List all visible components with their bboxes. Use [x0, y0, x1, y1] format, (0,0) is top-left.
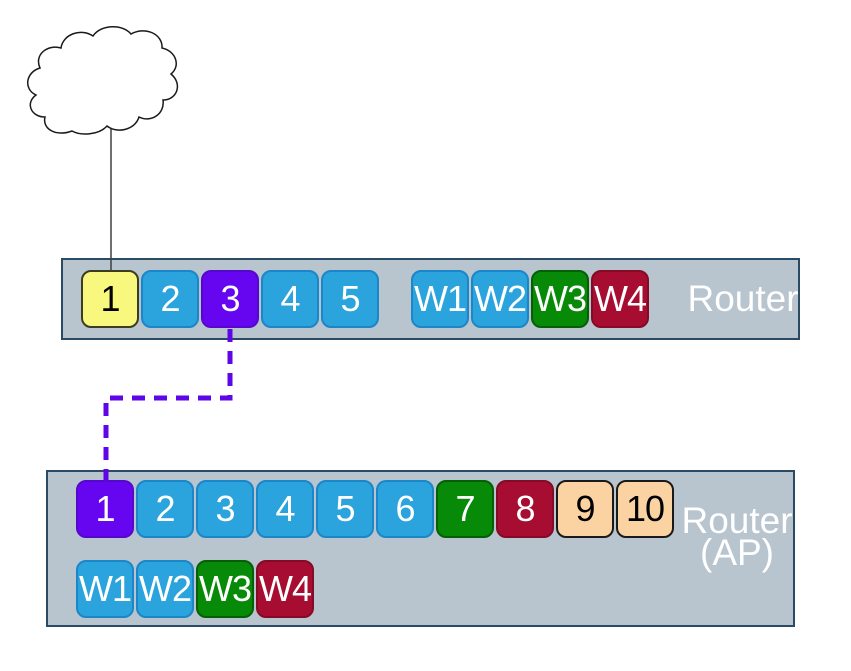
port-w1: W1 [411, 270, 469, 328]
internet-cloud-icon [27, 26, 179, 135]
port-7: 7 [436, 480, 494, 538]
router-to-ap-dashed-line [103, 329, 233, 481]
port-1: 1 [81, 270, 139, 328]
port-5: 5 [321, 270, 379, 328]
port-9: 9 [556, 480, 614, 538]
port-10: 10 [616, 480, 674, 538]
port-2: 2 [136, 480, 194, 538]
port-w4: W4 [256, 560, 314, 618]
port-5: 5 [316, 480, 374, 538]
port-w1: W1 [76, 560, 134, 618]
router-ap-label: Router (AP) [681, 500, 793, 573]
port-1: 1 [76, 480, 134, 538]
port-w3: W3 [196, 560, 254, 618]
port-2: 2 [141, 270, 199, 328]
port-4: 4 [261, 270, 319, 328]
port-4: 4 [256, 480, 314, 538]
port-3: 3 [196, 480, 254, 538]
router-label: Router [687, 278, 799, 319]
port-3: 3 [201, 270, 259, 328]
port-w3: W3 [531, 270, 589, 328]
port-8: 8 [496, 480, 554, 538]
port-w2: W2 [136, 560, 194, 618]
port-w4: W4 [591, 270, 649, 328]
port-6: 6 [376, 480, 434, 538]
port-w2: W2 [471, 270, 529, 328]
